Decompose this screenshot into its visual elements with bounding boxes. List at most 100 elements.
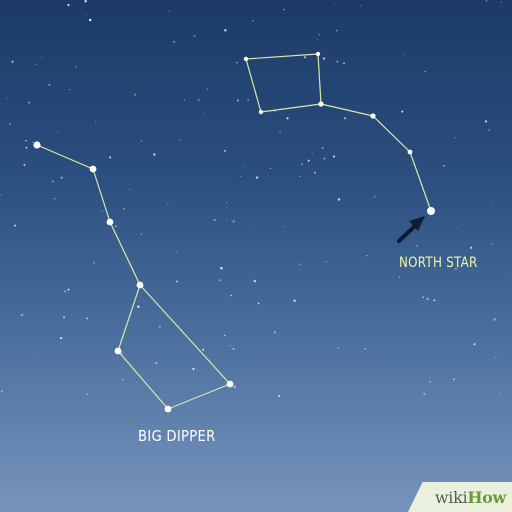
background-star <box>257 302 260 305</box>
background-star <box>129 189 131 191</box>
background-star <box>126 192 128 194</box>
big-dipper-line <box>139 284 231 385</box>
star <box>370 113 376 119</box>
big-dipper-label: BIG DIPPER <box>138 427 216 445</box>
background-star <box>175 280 178 283</box>
background-star <box>360 5 362 7</box>
north-star-label: NORTH STAR <box>399 255 478 271</box>
big-dipper-line <box>36 144 94 170</box>
background-star <box>332 155 336 158</box>
big-dipper-line <box>117 284 141 352</box>
big-dipper-line <box>167 383 231 410</box>
background-star <box>335 29 338 32</box>
background-star <box>485 0 488 2</box>
background-star <box>32 141 34 143</box>
background-star <box>422 296 424 299</box>
background-star <box>85 14 87 16</box>
background-star <box>229 344 232 347</box>
little-dipper-line <box>320 103 374 117</box>
little-dipper-line <box>409 151 432 212</box>
background-star <box>337 347 339 349</box>
big-dipper-line <box>92 168 111 223</box>
background-star <box>473 343 476 346</box>
background-star <box>28 101 30 104</box>
background-star <box>322 147 324 149</box>
background-star <box>193 35 196 38</box>
background-star <box>41 56 43 59</box>
big-dipper-lines <box>36 144 231 410</box>
background-star <box>303 56 307 59</box>
background-star <box>398 276 400 278</box>
wikihow-logo-how: How <box>467 488 506 507</box>
background-star <box>307 159 310 162</box>
background-star <box>123 207 126 210</box>
background-star <box>311 153 313 155</box>
background-star <box>109 156 112 159</box>
background-star <box>213 219 216 222</box>
background-star <box>0 194 1 196</box>
background-star <box>343 117 347 120</box>
background-star <box>25 146 28 149</box>
wikihow-watermark <box>408 482 512 512</box>
background-star <box>121 352 124 355</box>
star <box>407 149 413 155</box>
star <box>114 347 122 355</box>
background-star <box>500 1 502 3</box>
background-star <box>301 163 303 165</box>
background-star <box>323 157 326 160</box>
background-star <box>255 176 259 179</box>
background-star <box>495 356 497 359</box>
background-star <box>11 60 14 63</box>
background-star <box>136 382 138 384</box>
background-star <box>230 294 232 297</box>
background-star <box>269 168 271 170</box>
star <box>226 380 234 388</box>
background-star <box>253 279 256 283</box>
background-star <box>336 60 339 63</box>
background-star <box>316 39 318 41</box>
background-star <box>457 226 459 228</box>
background-star <box>134 93 137 96</box>
background-star <box>401 110 404 113</box>
background-star <box>283 8 285 11</box>
background-star <box>493 318 496 321</box>
background-star <box>499 392 501 395</box>
background-star <box>64 290 67 293</box>
background-star <box>404 54 406 56</box>
big-dipper-line <box>117 350 169 410</box>
background-star <box>218 279 221 282</box>
background-star <box>490 205 492 207</box>
background-star <box>101 210 104 212</box>
background-star <box>86 317 89 320</box>
big-dipper-stars <box>33 141 234 413</box>
background-star <box>278 395 281 397</box>
background-star <box>206 88 209 91</box>
background-star <box>410 164 412 166</box>
background-star <box>155 362 158 365</box>
background-star <box>299 263 302 266</box>
background-star <box>279 131 281 133</box>
background-star <box>455 268 457 270</box>
background-star <box>233 385 236 388</box>
background-star <box>86 393 88 396</box>
background-star <box>173 40 176 43</box>
background-star <box>247 99 249 102</box>
background-star <box>192 367 195 371</box>
little-dipper-lines <box>245 53 432 212</box>
background-star <box>232 220 235 223</box>
background-star <box>202 348 205 351</box>
background-star <box>470 246 473 249</box>
star <box>164 405 172 413</box>
background-star <box>198 99 200 101</box>
background-star <box>453 378 455 380</box>
background-star <box>269 376 271 378</box>
background-star <box>314 171 316 174</box>
background-star <box>224 150 226 152</box>
background-star <box>491 243 494 245</box>
background-star <box>39 351 40 353</box>
background-star <box>67 4 70 7</box>
background-star <box>232 347 235 350</box>
star <box>33 141 41 149</box>
background-star <box>140 140 143 142</box>
